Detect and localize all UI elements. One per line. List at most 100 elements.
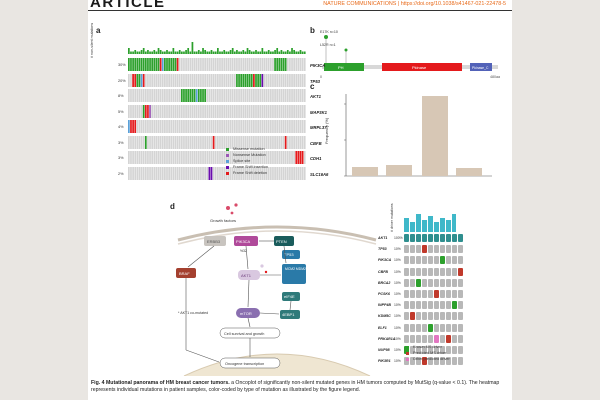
mutation-cell [197, 166, 200, 180]
mutation-cell [193, 135, 196, 149]
driver-cell [416, 256, 421, 265]
mutation-cell [178, 89, 181, 102]
mutation-cell [219, 151, 221, 164]
mutation-cell [255, 89, 257, 102]
mutation-cell [257, 58, 259, 71]
mutation-cell [153, 135, 156, 149]
driver-gene-name: PIK3R1 [378, 359, 391, 364]
mutation-cell [303, 166, 306, 180]
mutation-cell [229, 58, 232, 71]
mutation-cell [170, 135, 173, 149]
mutation-cell [142, 89, 145, 102]
mutation-cell [223, 104, 226, 118]
mutation-cell [132, 73, 134, 87]
mutation-cell [187, 120, 190, 133]
oncoplot-row [128, 58, 306, 71]
mutation-cell [301, 135, 304, 149]
driver-cell [434, 234, 439, 242]
mutation-cell [164, 104, 166, 118]
mutation-count-bar [229, 50, 232, 54]
mutation-cell [233, 89, 236, 102]
mutation-cell [246, 135, 249, 149]
mutation-cell [303, 58, 306, 71]
driver-cell [452, 346, 457, 354]
driver-cell [416, 357, 421, 366]
mutation-cell [248, 89, 251, 102]
driver-cell [428, 334, 433, 343]
mutation-cell [253, 166, 255, 180]
mutation-cell [136, 73, 139, 87]
mutation-count-bar [210, 50, 213, 54]
mutation-cell [206, 58, 209, 71]
mutation-cell [206, 104, 209, 118]
mutation-cell [153, 73, 156, 87]
mutation-cell [212, 166, 215, 180]
mutation-cell [265, 120, 268, 133]
driver-gene-pct: 10% [394, 325, 401, 330]
driver-cell [404, 334, 409, 343]
driver-cell [446, 278, 451, 287]
mutation-cell [185, 89, 187, 102]
mutation-cell [189, 89, 192, 102]
mutation-cell [225, 135, 228, 149]
mutation-cell [272, 104, 274, 118]
mutation-cell [174, 151, 177, 164]
tp53-node [282, 250, 300, 259]
driver-cell [422, 245, 427, 254]
mutation-cell [272, 73, 274, 87]
mutation-cell [151, 73, 154, 87]
mutation-count-bar [159, 50, 162, 54]
mutation-cell [164, 166, 166, 180]
citation-link[interactable]: NATURE COMMUNICATIONS | https://doi.org/… [323, 1, 506, 7]
mutation-cell [180, 120, 183, 133]
driver-cell [458, 290, 463, 298]
mutation-cell [172, 73, 175, 87]
pten-node [274, 236, 294, 246]
mutation-cell [136, 151, 139, 164]
mutation-cell [189, 58, 192, 71]
driver-cell [434, 357, 439, 366]
mutation-cell [259, 120, 262, 133]
driver-cell [452, 301, 457, 310]
mutation-cell [221, 89, 223, 102]
mutation-cell [229, 120, 232, 133]
mutation-cell [195, 89, 198, 102]
driver-cell [458, 267, 463, 276]
mutation-count-bar [185, 50, 187, 54]
mutation-cell [293, 58, 296, 71]
mutation-cell [217, 89, 219, 102]
mutation-count-bar [164, 51, 166, 54]
driver-gene-name: INPP4B [378, 303, 391, 308]
mutation-cell [263, 151, 266, 164]
mutation-cell [214, 166, 217, 180]
mutation-count-bar [231, 48, 234, 54]
survival-label: Cell survival and growth [224, 332, 264, 336]
mutation-cell [244, 120, 247, 133]
driver-gene-name: ELF1 [378, 325, 387, 330]
mutation-cell [291, 151, 293, 164]
mutation-cell [293, 135, 296, 149]
mutation-cell [242, 58, 245, 71]
driver-gene-name: KDM5C [378, 314, 391, 319]
4ebp1-node [280, 310, 300, 319]
driver-count-bar [422, 220, 427, 232]
caption-body: a Oncoplot of significantly non-silent m… [91, 380, 500, 393]
driver-row [404, 323, 463, 332]
mutation-cell [187, 73, 190, 87]
driver-cell [458, 234, 463, 242]
mutation-cell [195, 151, 198, 164]
driver-cell [410, 323, 415, 332]
driver-cell [422, 267, 427, 276]
mutation-cell [147, 151, 149, 164]
mutation-cell [157, 151, 160, 164]
mutation-count-bar [161, 51, 164, 54]
mutation-cell [144, 120, 147, 133]
mutation-count-bar [253, 51, 255, 54]
mutation-cell [265, 151, 268, 164]
mutation-cell [242, 104, 245, 118]
mutation-cell [250, 73, 253, 87]
mutation-count-bar [291, 48, 293, 54]
mutation-cell [161, 135, 164, 149]
driver-cell [422, 357, 427, 366]
axis-end: 480aa [490, 75, 500, 79]
